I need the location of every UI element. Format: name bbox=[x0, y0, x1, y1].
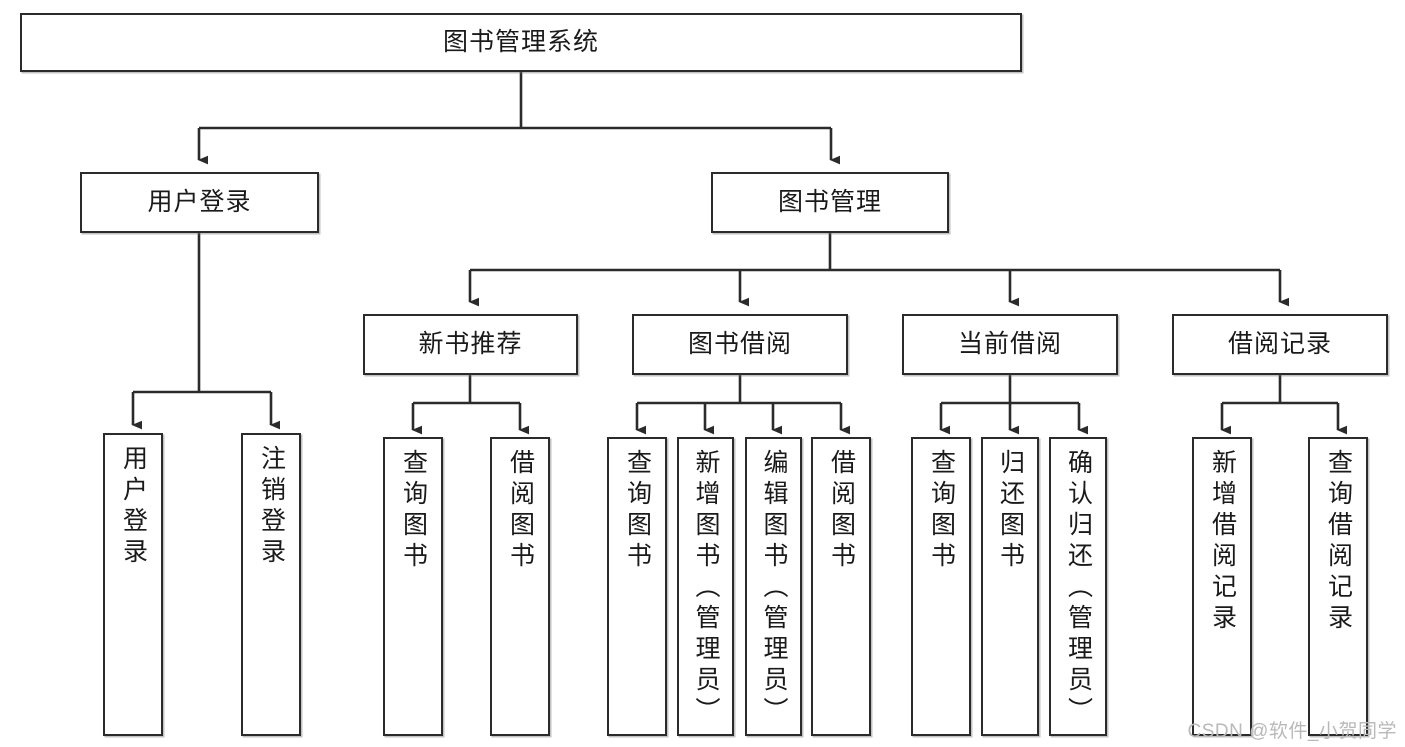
node-leaf-current-query[interactable]: 查询图书 bbox=[911, 437, 971, 736]
node-leaf-book-edit-label: 编辑图书（管理员） bbox=[760, 449, 788, 728]
node-leaf-record-add-label: 新增借阅记录 bbox=[1208, 449, 1237, 635]
node-leaf-confirm-return-label: 确认归还（管理员） bbox=[1064, 449, 1093, 728]
node-book-borrow-label: 图书借阅 bbox=[687, 329, 792, 358]
node-leaf-newbook-query[interactable]: 查询图书 bbox=[383, 437, 443, 736]
node-leaf-borrow-query-label: 查询图书 bbox=[623, 449, 652, 573]
node-leaf-book-edit[interactable]: 编辑图书（管理员） bbox=[745, 437, 802, 736]
node-leaf-return-book[interactable]: 归还图书 bbox=[981, 437, 1039, 736]
node-leaf-user-login-label: 用户登录 bbox=[119, 445, 148, 569]
node-leaf-logout-label: 注销登录 bbox=[257, 445, 286, 569]
node-root[interactable]: 图书管理系统 bbox=[20, 13, 1022, 72]
node-leaf-borrow-query[interactable]: 查询图书 bbox=[607, 437, 667, 736]
node-user-login-label: 用户登录 bbox=[147, 187, 252, 216]
node-new-book-recommend[interactable]: 新书推荐 bbox=[363, 314, 578, 375]
node-user-login[interactable]: 用户登录 bbox=[80, 172, 319, 233]
node-book-borrow[interactable]: 图书借阅 bbox=[632, 314, 848, 375]
node-current-borrow-label: 当前借阅 bbox=[957, 329, 1062, 358]
node-book-management-label: 图书管理 bbox=[777, 187, 882, 216]
node-new-book-recommend-label: 新书推荐 bbox=[418, 329, 523, 358]
node-current-borrow[interactable]: 当前借阅 bbox=[902, 314, 1118, 375]
node-book-management[interactable]: 图书管理 bbox=[711, 172, 949, 233]
node-leaf-return-book-label: 归还图书 bbox=[996, 449, 1025, 573]
node-borrow-records-label: 借阅记录 bbox=[1227, 329, 1332, 358]
node-leaf-user-login[interactable]: 用户登录 bbox=[103, 433, 163, 736]
node-leaf-confirm-return[interactable]: 确认归还（管理员） bbox=[1049, 437, 1107, 736]
node-leaf-newbook-borrow[interactable]: 借阅图书 bbox=[490, 437, 550, 736]
node-root-label: 图书管理系统 bbox=[442, 27, 599, 56]
node-leaf-book-borrow-label: 借阅图书 bbox=[827, 449, 856, 573]
node-leaf-current-query-label: 查询图书 bbox=[927, 449, 956, 573]
node-leaf-book-add[interactable]: 新增图书（管理员） bbox=[677, 437, 734, 736]
node-leaf-record-query-label: 查询借阅记录 bbox=[1324, 449, 1353, 635]
watermark-text: CSDN @软件_小贺同学 bbox=[1187, 721, 1397, 742]
node-leaf-record-query[interactable]: 查询借阅记录 bbox=[1308, 437, 1368, 736]
node-leaf-logout[interactable]: 注销登录 bbox=[241, 433, 301, 736]
node-leaf-book-add-label: 新增图书（管理员） bbox=[692, 449, 720, 728]
node-leaf-book-borrow[interactable]: 借阅图书 bbox=[811, 437, 871, 736]
node-leaf-record-add[interactable]: 新增借阅记录 bbox=[1192, 437, 1252, 736]
node-leaf-newbook-query-label: 查询图书 bbox=[399, 449, 428, 573]
node-borrow-records[interactable]: 借阅记录 bbox=[1172, 314, 1388, 375]
node-leaf-newbook-borrow-label: 借阅图书 bbox=[506, 449, 535, 573]
